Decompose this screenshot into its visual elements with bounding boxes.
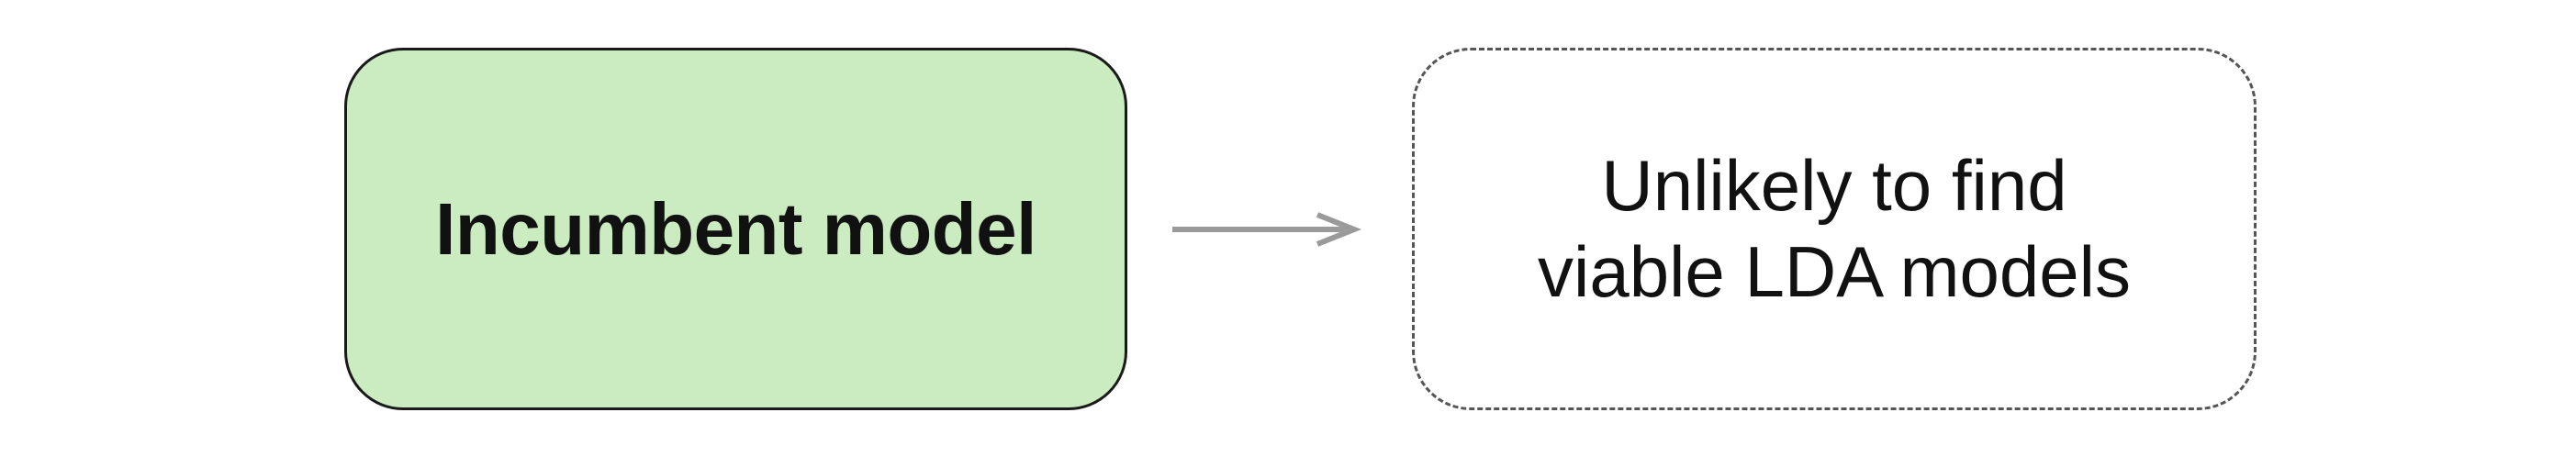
flow-arrow [1172,212,1362,247]
incumbent-model-label: Incumbent model [435,187,1036,270]
incumbent-model-node: Incumbent model [344,48,1127,410]
flow-arrow-head [1316,212,1362,247]
outcome-label-line-2: viable LDA models [1537,230,2131,312]
outcome-label-line-1: Unlikely to find [1601,144,2067,226]
outcome-node: Unlikely to find viable LDA models [1412,48,2257,410]
outcome-label: Unlikely to find viable LDA models [1538,143,2131,315]
